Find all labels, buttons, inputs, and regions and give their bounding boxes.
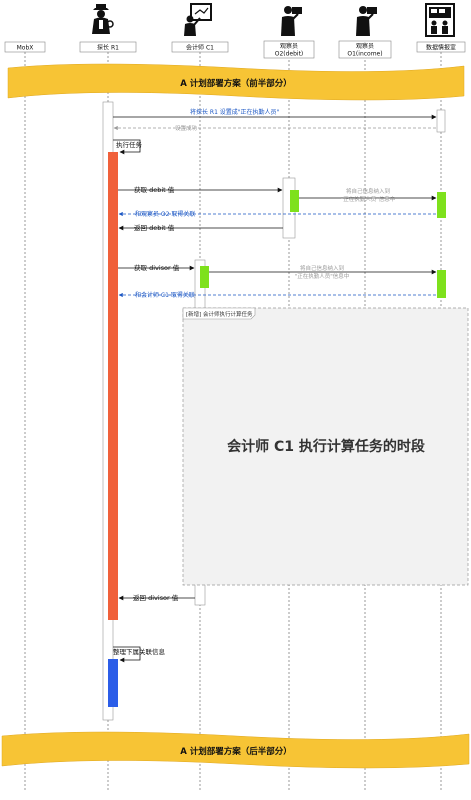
message-set-running[interactable]: 将探长 R1 设置成"正在执勤人员"	[113, 108, 437, 120]
message-o2-to-db[interactable]: 将自己信息纳入到 "正在执勤人员"信息中	[299, 187, 437, 203]
participant-label: 数据情报室	[426, 44, 456, 52]
message-label: 返回 divisor 值	[133, 593, 179, 602]
message-label-line1: 将自己信息纳入到	[300, 264, 344, 272]
participant-label: 会计师 C1	[186, 44, 214, 52]
participant-db[interactable]: 数据情报室	[416, 41, 466, 53]
participant-label: MobX	[17, 45, 34, 52]
message-organize[interactable]: 整理下属关联信息	[113, 646, 166, 663]
message-label: 执行任务	[116, 140, 143, 149]
message-label: 将探长 R1 设置成"正在执勤人员"	[190, 108, 280, 116]
activation-c1-green	[200, 266, 209, 288]
message-get-divisor[interactable]: 获取 divisor 值	[118, 263, 195, 272]
message-link-o2[interactable]: 和观察员 O2 取得关联	[118, 210, 436, 218]
message-label-line2: "正在执勤人员"信息中	[341, 195, 396, 203]
detective-icon	[92, 4, 114, 34]
message-label: 整理下属关联信息	[113, 647, 166, 656]
frame-title: 会计师 C1 执行计算任务的时段	[227, 438, 425, 455]
message-label: 和观察员 O2 取得关联	[135, 210, 195, 218]
participant-label-line2: O2(debit)	[275, 51, 304, 58]
participant-label-line2: O1(income)	[347, 51, 382, 58]
band-bottom-label: A 计划部署方案（后半部分）	[180, 746, 292, 757]
activation-o2-green	[290, 190, 299, 212]
activation-r1-blue	[108, 659, 118, 707]
message-link-c1[interactable]: 和会计师 C1 取得关联	[118, 291, 436, 299]
participant-label-line1: 观察员	[356, 42, 374, 50]
frame-tag: [新增] 会计师执行计算任务	[186, 310, 253, 318]
message-label-line2: "正在执勤人员"信息中	[295, 272, 350, 280]
presenter-icon	[184, 3, 212, 36]
activation-db-set	[436, 109, 446, 133]
message-return-debit[interactable]: 返回 debit 值	[118, 223, 283, 232]
band-top: A 计划部署方案（前半部分）	[7, 63, 465, 101]
participant-mobx[interactable]: MobX	[4, 41, 46, 53]
message-execute[interactable]: 执行任务	[113, 139, 143, 155]
message-label: 和会计师 C1 取得关联	[135, 291, 195, 299]
message-label: 返回 debit 值	[134, 223, 175, 232]
control-room-icon	[425, 3, 455, 37]
calculation-frame: [新增] 会计师执行计算任务 会计师 C1 执行计算任务的时段	[182, 307, 469, 586]
activation-db-green-1	[437, 192, 446, 218]
message-label-line1: 将自己信息纳入到	[346, 187, 390, 195]
band-top-label: A 计划部署方案（前半部分）	[180, 78, 292, 89]
participant-label: 探长 R1	[97, 44, 119, 52]
participant-r1[interactable]: 探长 R1	[79, 41, 137, 53]
message-get-debit[interactable]: 获取 debit 值	[118, 185, 283, 194]
message-c1-to-db[interactable]: 将自己信息纳入到 "正在执勤人员"信息中	[209, 264, 437, 280]
message-return-divisor[interactable]: 返回 divisor 值	[118, 593, 195, 602]
message-set-ok[interactable]: 设置成功	[113, 124, 436, 132]
activation-db-green-2	[437, 270, 446, 298]
message-label: 获取 debit 值	[134, 185, 175, 194]
camera-operator-icon	[356, 6, 377, 36]
participant-c1[interactable]: 会计师 C1	[171, 41, 229, 53]
message-label: 获取 divisor 值	[134, 263, 180, 272]
band-bottom: A 计划部署方案（后半部分）	[1, 731, 470, 769]
participant-label-line1: 观察员	[280, 42, 298, 50]
message-label: 设置成功	[175, 124, 198, 132]
camera-operator-icon	[281, 6, 302, 36]
participant-o1[interactable]: 观察员 O1(income)	[338, 40, 392, 59]
participant-o2[interactable]: 观察员 O2(debit)	[263, 40, 315, 59]
activation-r1-main	[108, 152, 118, 620]
